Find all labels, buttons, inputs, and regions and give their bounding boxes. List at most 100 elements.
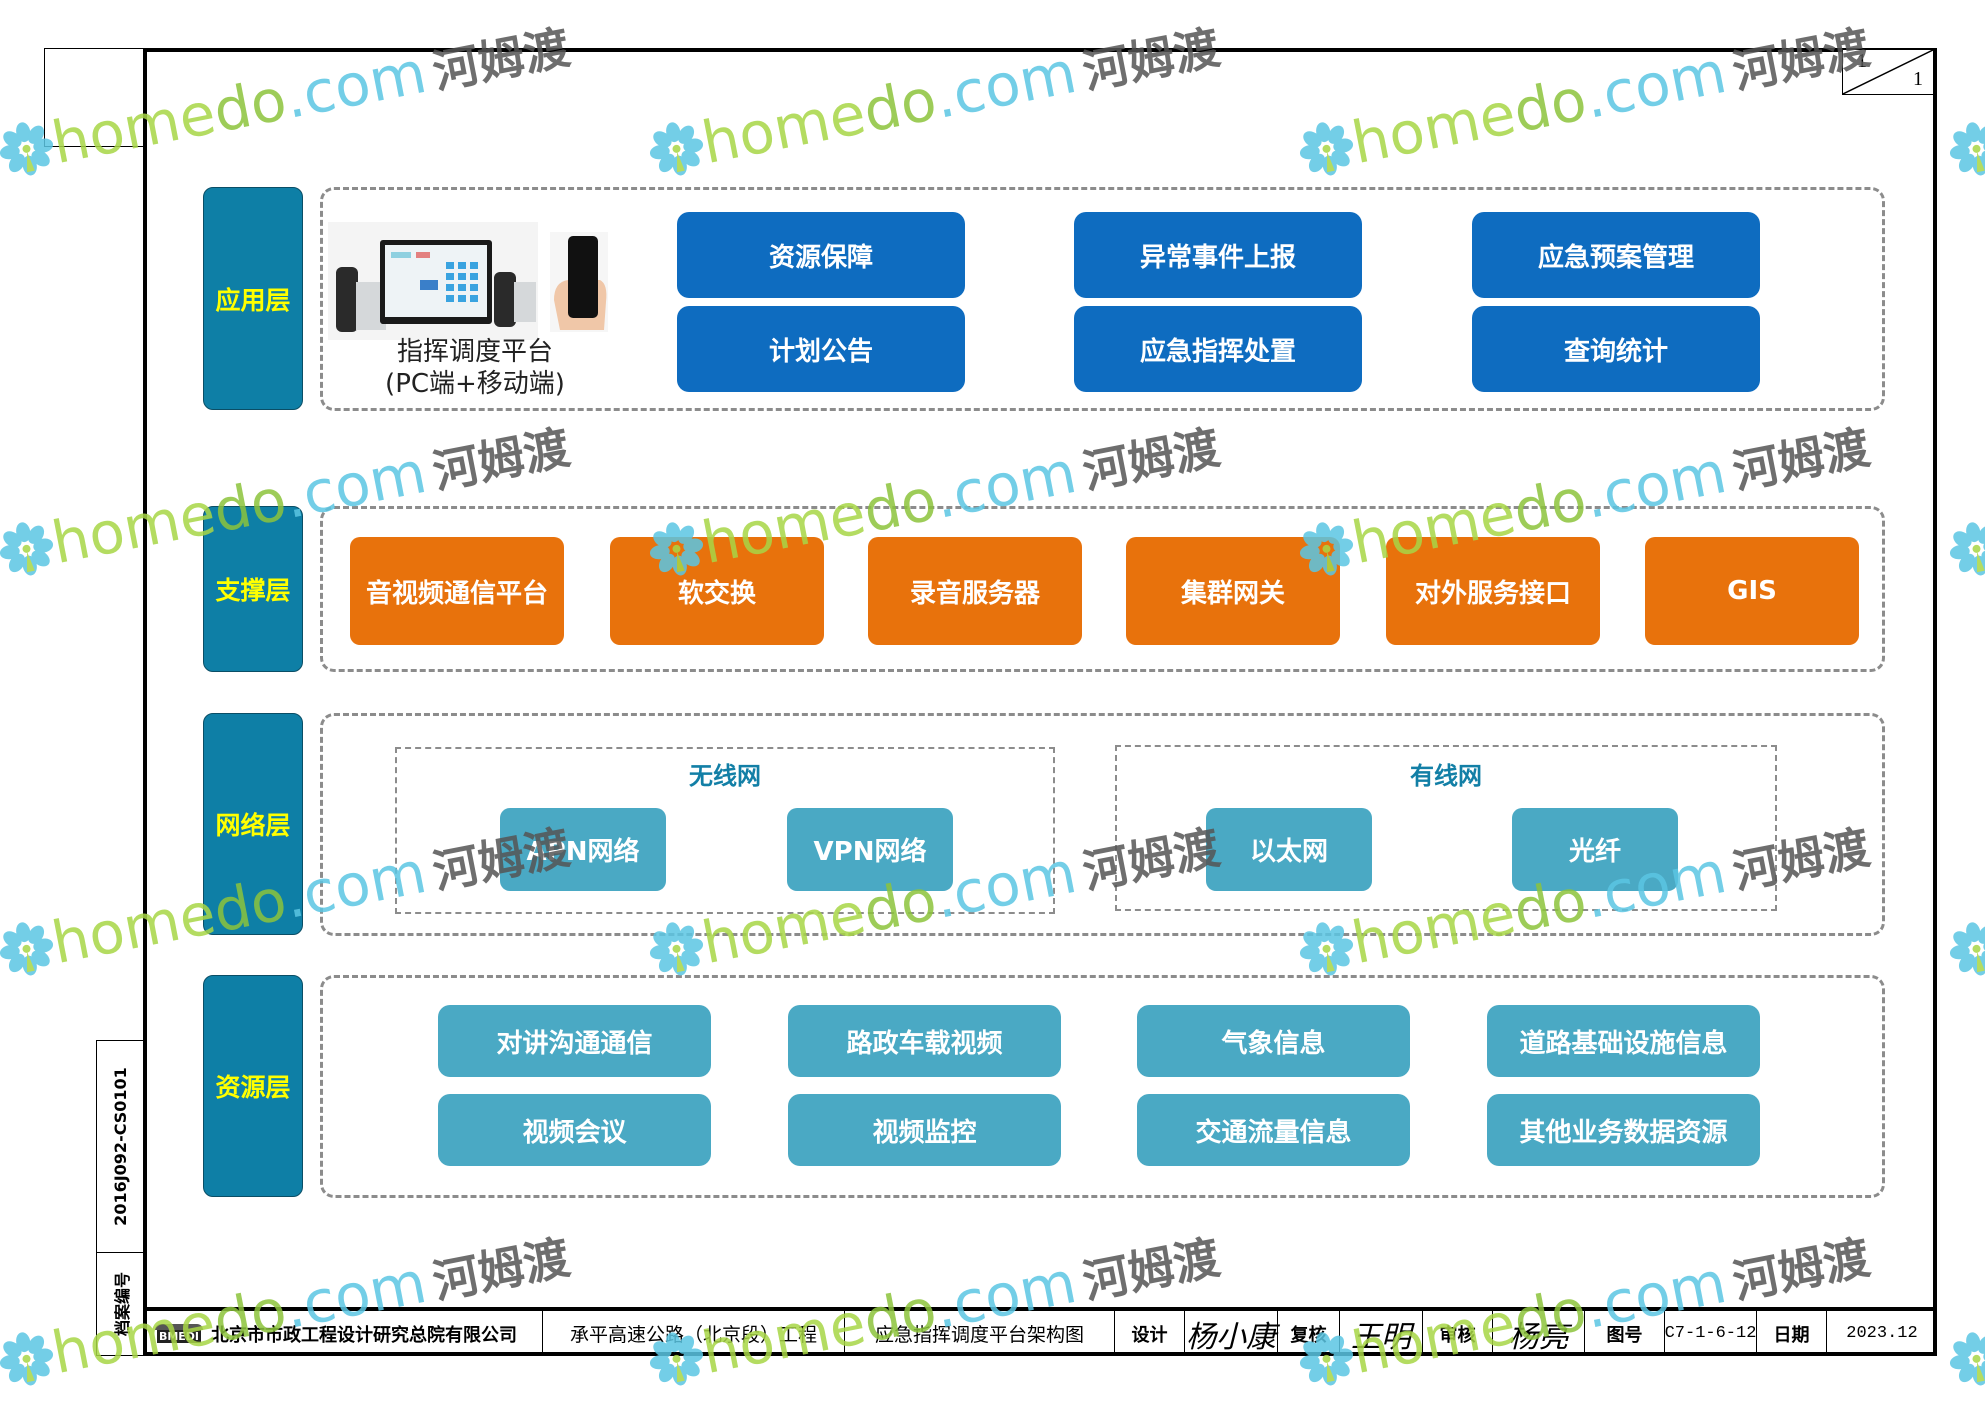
drawing-frame [143,48,1937,1356]
title-block: BMEDI 北京市市政工程设计研究总院有限公司 承平高速公路（北京段）工程 应急… [143,1307,1937,1356]
resource-item-video-surveillance[interactable]: 视频监控 [788,1094,1061,1166]
app-module-emergency-plan[interactable]: 应急预案管理 [1472,212,1760,298]
date-label: 日期 [1757,1311,1827,1356]
watermark: homedo.com河姆渡 [1944,810,1985,987]
wired-network-title: 有线网 [1410,762,1482,790]
watermark-flower-icon [0,1327,58,1390]
date-value: 2023.12 [1846,1324,1918,1343]
module-label: 其他业务数据资源 [1519,1117,1728,1148]
module-label: VPN网络 [813,837,927,867]
watermark-flower-icon [1945,117,1985,180]
module-label: 交通流量信息 [1195,1117,1352,1148]
module-label: 道路基础设施信息 [1519,1028,1728,1059]
support-module-external-api[interactable]: 对外服务接口 [1386,537,1600,645]
network-item-vpn[interactable]: VPN网络 [787,808,953,891]
archive-number-label: 档案编号 [112,1271,132,1337]
archive-label-cell: 档案编号 [96,1252,144,1356]
company-name: 北京市市政工程设计研究总院有限公司 [211,1324,517,1346]
support-module-trunking-gateway[interactable]: 集群网关 [1126,537,1340,645]
page-indicator: 1 1 [1842,50,1934,95]
module-label: APN网络 [526,837,640,867]
archive-number-cell: 2016J092-CS0101 [96,1040,144,1253]
network-item-apn[interactable]: APN网络 [500,808,666,891]
layer-label-application: 应用层 [203,187,303,410]
app-module-query-stats[interactable]: 查询统计 [1472,306,1760,392]
layer-label-text: 支撑层 [215,576,291,605]
resource-item-weather[interactable]: 气象信息 [1137,1005,1410,1077]
resource-item-video-conference[interactable]: 视频会议 [438,1094,711,1166]
network-item-ethernet[interactable]: 以太网 [1206,808,1372,891]
project-name: 承平高速公路（北京段）工程 [543,1311,845,1356]
platform-caption-subtitle: (PC端+移动端) [385,369,565,399]
drawing-no: C7-1-6-12 [1665,1311,1757,1356]
layer-label-text: 应用层 [215,285,291,315]
watermark-flower-icon [0,517,58,580]
module-label: 对讲沟通通信 [496,1028,653,1059]
module-label: 资源保障 [768,242,873,273]
watermark: homedo.com河姆渡 [1944,1220,1985,1397]
module-label: 以太网 [1249,837,1328,867]
module-label: 计划公告 [768,336,873,367]
watermark-flower-icon [1945,917,1985,980]
module-label: 查询统计 [1563,336,1668,367]
platform-caption-title: 指挥调度平台 [396,337,553,367]
application-layer-container [320,187,1885,411]
module-label: 应急指挥处置 [1139,336,1296,367]
design-label: 设计 [1115,1311,1185,1356]
module-label: 录音服务器 [909,578,1040,609]
drawing-title: 应急指挥调度平台架构图 [845,1311,1115,1356]
page-current: 1 [1857,50,1867,72]
resource-item-intercom[interactable]: 对讲沟通通信 [438,1005,711,1077]
module-label: 集群网关 [1180,578,1285,609]
archive-number-value: 2016J092-CS0101 [111,1067,130,1226]
company-cell: BMEDI 北京市市政工程设计研究总院有限公司 [143,1311,543,1356]
support-layer-container [320,506,1885,672]
app-module-resource-assurance[interactable]: 资源保障 [677,212,965,298]
corner-box [44,48,145,147]
pc-terminal-icon [328,222,608,340]
support-module-softswitch[interactable]: 软交换 [610,537,824,645]
watermark-flower-icon [1945,517,1985,580]
layer-label-support: 支撑层 [203,506,303,672]
platform-caption: 指挥调度平台 (PC端+移动端) [330,336,620,400]
watermark-flower-icon [0,917,58,980]
resource-item-road-infrastructure[interactable]: 道路基础设施信息 [1487,1005,1760,1077]
approve-label: 审核 [1423,1311,1493,1356]
watermark: homedo.com河姆渡 [1944,10,1985,187]
resource-item-traffic-flow[interactable]: 交通流量信息 [1137,1094,1410,1166]
network-layer-container [320,713,1885,936]
module-label: 异常事件上报 [1139,242,1296,273]
wireless-network-title: 无线网 [689,762,761,790]
app-module-emergency-command[interactable]: 应急指挥处置 [1074,306,1362,392]
layer-label-resource: 资源层 [203,975,303,1197]
app-module-incident-report[interactable]: 异常事件上报 [1074,212,1362,298]
module-label: 软交换 [677,578,756,609]
module-label: 音视频通信平台 [365,578,548,609]
module-label: 视频会议 [522,1117,627,1148]
resource-layer-container [320,975,1885,1198]
module-label: 视频监控 [872,1117,977,1148]
page-total: 1 [1913,68,1923,90]
watermark-flower-icon [1945,1327,1985,1390]
module-label: 应急预案管理 [1537,242,1694,273]
review-label: 复核 [1278,1311,1340,1356]
design-signature: 杨小康 [1185,1311,1278,1356]
resource-item-vehicle-video[interactable]: 路政车载视频 [788,1005,1061,1077]
module-label: 气象信息 [1221,1028,1326,1059]
review-signature: 王明 [1340,1311,1423,1356]
wired-network-group [1115,745,1777,911]
watermark: homedo.com河姆渡 [1944,410,1985,587]
layer-label-text: 网络层 [215,811,291,840]
drawing-no-label: 图号 [1585,1311,1665,1356]
resource-item-other-data[interactable]: 其他业务数据资源 [1487,1094,1760,1166]
approve-signature: 杨亮 [1493,1311,1585,1356]
module-label: 路政车载视频 [846,1028,1003,1059]
support-module-gis[interactable]: GIS [1645,537,1859,645]
support-module-recording-server[interactable]: 录音服务器 [868,537,1082,645]
support-module-av-platform[interactable]: 音视频通信平台 [350,537,564,645]
module-label: GIS [1727,576,1777,606]
app-module-plan-notice[interactable]: 计划公告 [677,306,965,392]
network-item-fiber[interactable]: 光纤 [1512,808,1678,891]
module-label: 对外服务接口 [1414,578,1571,609]
page-divider-line [1843,50,1934,95]
